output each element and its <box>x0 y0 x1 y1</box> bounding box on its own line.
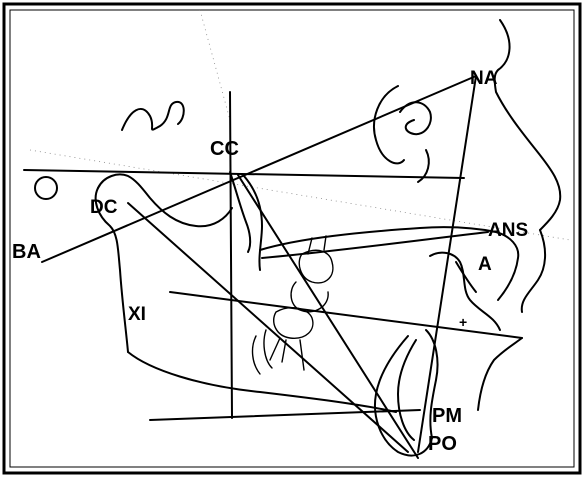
label-na: NA <box>470 68 498 89</box>
lower-molar-roots <box>269 337 305 371</box>
incisor-root-outline <box>429 251 501 331</box>
pterygoid-vertical-line <box>229 91 233 419</box>
label-po: PO <box>428 433 457 455</box>
upper-molar-lower-crown <box>290 281 329 313</box>
soft-tissue-chin-profile <box>477 337 523 411</box>
center-cross-mark: + <box>459 314 467 330</box>
inner-frame <box>9 9 575 468</box>
label-a: A <box>478 254 492 275</box>
sella-turcica-outline <box>121 100 185 131</box>
label-cc: CC <box>210 138 239 160</box>
orbit-inner-outline <box>399 101 432 136</box>
symphysis-outer-outline <box>374 335 433 457</box>
premaxilla-outline <box>495 231 520 301</box>
label-ans: ANS <box>488 220 528 241</box>
frankfort-horizontal-line <box>23 169 465 179</box>
label-pm: PM <box>432 405 462 427</box>
pterygoid-outline <box>229 171 252 253</box>
label-xi: XI <box>128 304 146 325</box>
lower-premolar-outline <box>251 329 273 375</box>
mandible-lower-border <box>127 351 397 413</box>
palatal-plane-line <box>261 231 489 259</box>
soft-tissue-nose-profile <box>493 19 562 231</box>
xi-ans-line <box>169 291 523 339</box>
facial-plane-line <box>417 75 477 453</box>
condylar-axis-line <box>127 202 409 453</box>
porion-circle <box>34 176 58 200</box>
lower-incisor-outline <box>425 329 439 439</box>
condyle-sigmoid-outline <box>97 173 233 228</box>
upper-molar-crown <box>298 249 334 284</box>
soft-tissue-lip-profile <box>520 229 546 313</box>
maxilla-upper-outline <box>259 226 497 251</box>
dotted-guide-line <box>199 9 231 121</box>
ramus-posterior-outline <box>94 187 129 353</box>
incisor-canal-line <box>455 261 477 293</box>
orbit-outer-outline <box>373 85 405 165</box>
label-ba: BA <box>12 241 41 263</box>
orbit-floor-outline <box>417 149 430 183</box>
upper-molar-roots <box>307 235 327 255</box>
coronoid-outline <box>243 175 263 271</box>
lower-molar-crown <box>272 307 314 339</box>
label-dc: DC <box>90 197 118 218</box>
symphysis-inner-outline <box>397 339 417 441</box>
